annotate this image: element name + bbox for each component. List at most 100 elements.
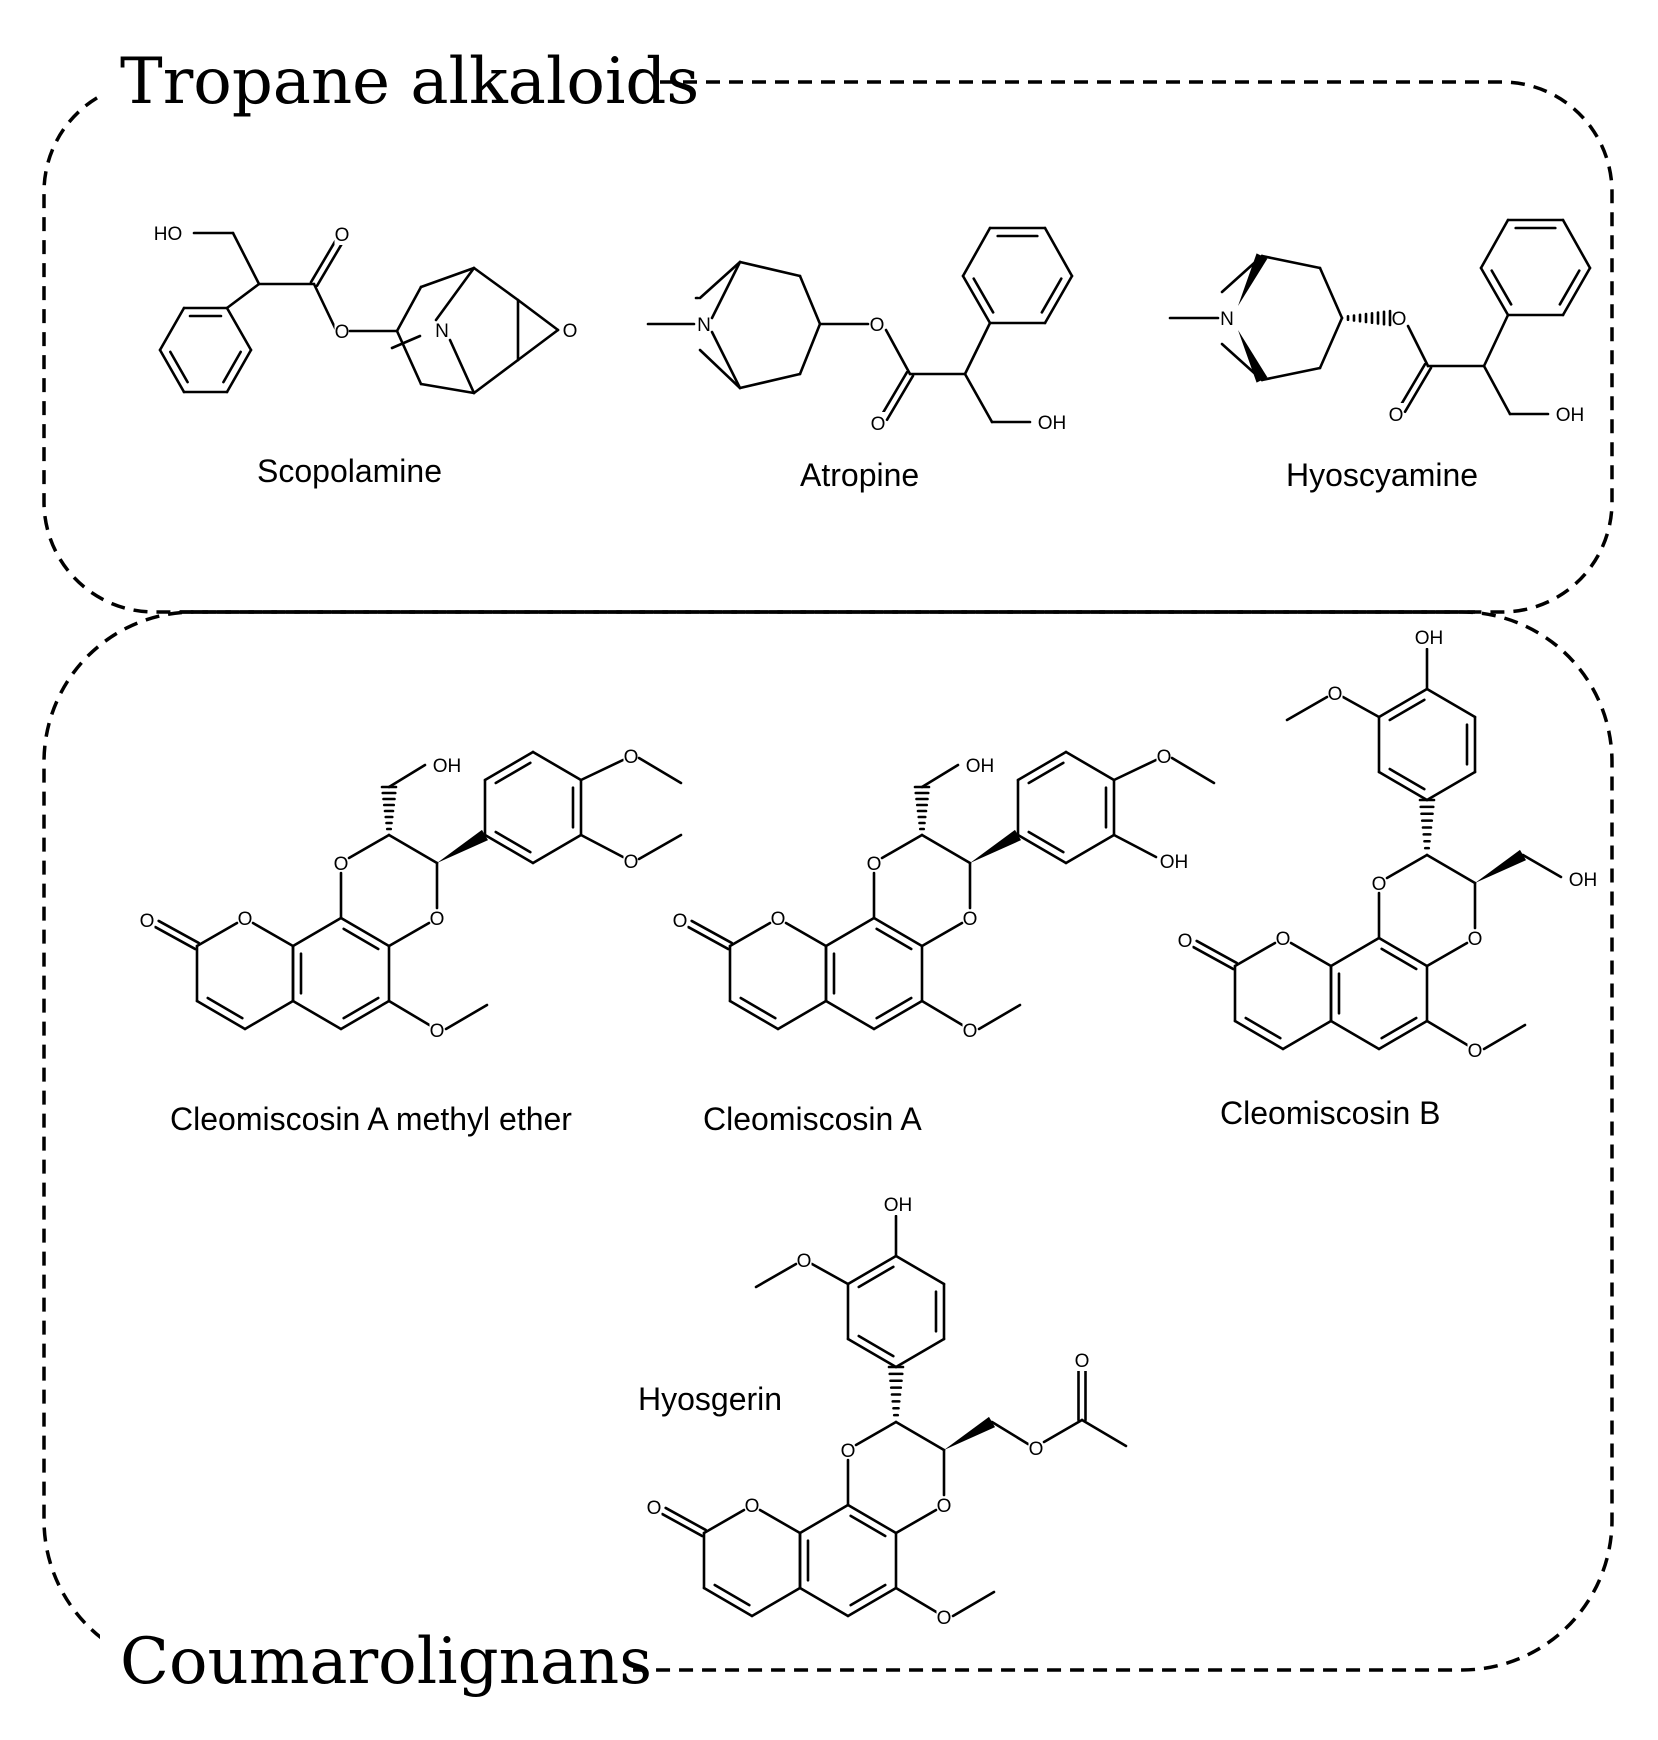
carbonyl-bond [157,919,200,945]
bond [758,1508,802,1535]
atom-o: O [1029,1439,1044,1460]
bond [728,999,780,1031]
atom-o: O [140,911,155,932]
compound-name-hyoscyamine: Hyoscyamine [1286,457,1478,493]
atom-o: O [1157,747,1172,768]
bond [1281,1019,1333,1051]
atom-o: O [673,911,688,932]
atom-label-bg [434,319,450,341]
atom-o: O [430,1021,445,1042]
bond [920,921,964,948]
bond [1042,1418,1084,1444]
bond [1260,366,1322,382]
bond [1385,853,1429,880]
compound-name-cleomiscosin-a-methyl-ether: Cleomiscosin A methyl ether [170,1101,572,1137]
bond [990,1420,1030,1446]
atom-oh: OH [884,1195,913,1216]
bond [225,282,261,310]
bond [637,833,683,861]
bond [824,916,876,948]
bond [710,330,742,390]
aromatic-bond [1064,750,1116,782]
coumaro-title: Coumarolignans [120,1625,652,1699]
compound-name-atropine: Atropine [800,457,919,493]
wedge-bond [1238,253,1268,306]
bond [195,999,247,1031]
atom-o: O [563,321,578,342]
atom-o: O [771,909,786,930]
compound-name-hyosgerin: Hyosgerin [638,1381,782,1417]
carbonyl-bond [1192,945,1235,971]
bond [444,1003,489,1031]
double-bond-inner [1490,269,1513,306]
bond [516,328,560,362]
bond [798,274,822,326]
bond [894,1586,940,1615]
aromatic-bond [961,274,992,325]
atom-o: O [797,1251,812,1272]
bond [1285,695,1329,722]
atom-o: O [1276,929,1291,950]
atom-label-bg [1557,403,1583,425]
atom-o: O [1178,931,1193,952]
bond [1482,1023,1527,1051]
atom-label-bg [155,222,181,244]
bond [977,1003,1022,1031]
double-bond-inner [875,927,913,951]
compound-name-cleomiscosin-b: Cleomiscosin B [1220,1095,1441,1131]
atom-label-bg [1028,1437,1044,1459]
aromatic-bond [1377,770,1429,802]
atom-label-bg [1327,682,1343,704]
bond [1341,695,1381,719]
tropane-title: Tropane alkaloids [120,45,699,119]
aromatic-bond [872,999,924,1031]
atom-n: N [435,321,449,342]
atom-o: O [335,322,350,343]
double-bond-inner [206,996,244,1020]
bond [1482,364,1512,416]
coumarolignans-frame [42,610,1614,1672]
atom-label-bg [333,852,349,874]
aromatic-bond [158,306,186,352]
atom-label-bg [866,852,882,874]
atom-label-bg [562,319,578,341]
atom-o: O [1468,929,1483,950]
aromatic-bond [158,348,186,394]
bond [472,266,520,302]
atom-o: O [963,909,978,930]
bond [231,231,261,286]
aromatic-bond [894,1337,946,1369]
bond [728,921,772,948]
double-bond-inner [222,350,242,384]
bond [195,921,239,948]
bond [1112,833,1158,859]
bond [884,328,912,376]
wedge-bond [1475,849,1527,883]
aromatic-bond [1561,266,1592,317]
carbonyl-bond [664,1506,707,1532]
atom-label-bg [1467,1039,1483,1061]
bond [419,266,476,289]
atom-o: O [963,1021,978,1042]
bond [579,758,625,782]
atom-oh: OH [966,756,995,777]
wedge-bond [944,1416,996,1450]
bond [1233,1019,1285,1051]
aromatic-bond [1043,226,1074,278]
aromatic-bond [1043,274,1074,325]
atom-o: O [647,1498,662,1519]
aromatic-bond [483,833,535,865]
bond [516,298,560,332]
bond [243,999,295,1031]
atom-label-bg [870,412,886,434]
bond [1260,254,1322,270]
atom-oh: OH [1038,413,1067,434]
atom-label-bg [1161,850,1187,872]
aromatic-bond [846,1254,898,1286]
bond [1425,853,1477,885]
aromatic-bond [1016,833,1068,865]
double-bond-inner [1558,269,1581,306]
bond [810,1262,850,1286]
atom-label-bg [744,1494,760,1516]
